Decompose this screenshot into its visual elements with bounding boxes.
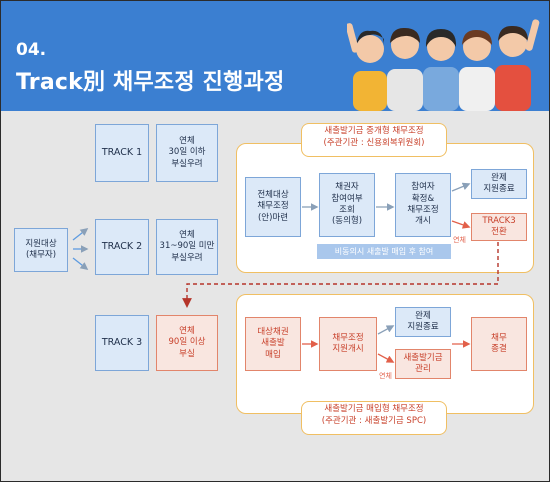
page-title: Track別 채무조정 진행과정 xyxy=(16,70,285,95)
top-panel-strip: 비동의시 새출발 매입 후 참여 xyxy=(317,244,451,259)
header-banner: 04. Track別 채무조정 진행과정 xyxy=(1,1,549,111)
top-delinquent-note: 연체 xyxy=(453,236,466,244)
bottom-delinquent-note: 연체 xyxy=(379,372,392,380)
track3-transfer-box: TRACK3 전환 xyxy=(471,213,527,241)
debt-end-box: 채무 종결 xyxy=(471,317,527,371)
debtor-box: 지원대상 (채무자) xyxy=(14,228,68,272)
top-step-3: 참여자 확정& 채무조정 개시 xyxy=(395,173,451,237)
track1-desc: 연체 30일 이하 부실우려 xyxy=(156,124,218,182)
bottom-panel-tag: 새출발기금 매입형 채무조정 (주관기관 : 새출발기금 SPC) xyxy=(301,401,447,435)
bottom-step-2: 채무조정 지원개시 xyxy=(319,317,377,371)
new-start-fund-manage-box: 새출발기금 관리 xyxy=(395,349,451,379)
top-step-2: 채권자 참여여부 조회 (동의형) xyxy=(319,173,375,237)
people-illustration xyxy=(347,19,540,111)
section-number: 04. xyxy=(16,40,47,60)
top-complete-box: 완제 지원종료 xyxy=(471,169,527,199)
track2-label: TRACK 2 xyxy=(95,219,149,275)
top-step-1: 전체대상 채무조정 (안)마련 xyxy=(245,177,301,237)
bottom-step-1: 대상채권 새출발 매입 xyxy=(245,317,301,371)
track3-desc: 연체 90일 이상 부실 xyxy=(156,315,218,371)
track1-label: TRACK 1 xyxy=(95,124,149,182)
bottom-complete-box: 완제 지원종료 xyxy=(395,307,451,337)
track3-label: TRACK 3 xyxy=(95,315,149,371)
track2-desc: 연체 31~90일 미만 부실우려 xyxy=(156,219,218,275)
top-panel-tag: 새출발기금 중개형 채무조정 (주관기관 : 신용회복위원회) xyxy=(301,123,447,157)
